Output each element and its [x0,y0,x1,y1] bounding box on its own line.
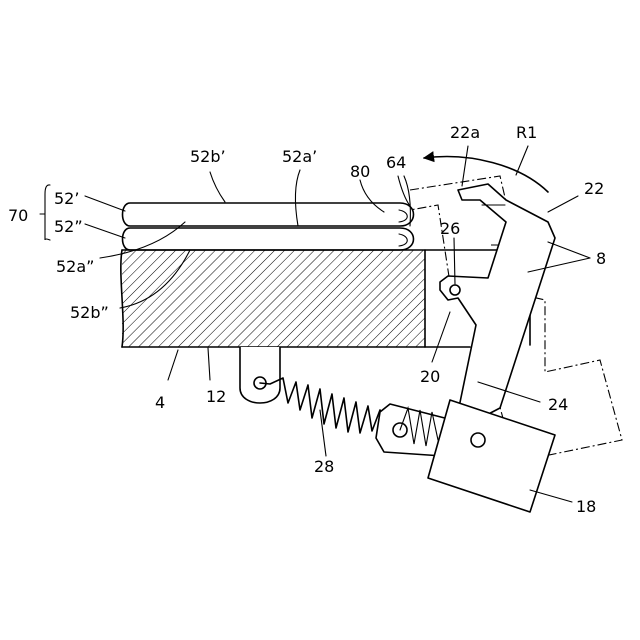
label-52b-double-prime: 52b” [70,303,109,322]
block-18 [428,400,555,512]
label-22: 22 [584,179,604,198]
label-26: 26 [440,219,460,238]
label-52-prime: 52’ [54,189,79,208]
bracket-12 [240,347,280,403]
label-52b-prime: 52b’ [190,147,226,166]
label-52a-double-prime: 52a” [56,257,94,276]
label-28: 28 [314,457,334,476]
label-20: 20 [420,367,440,386]
label-12: 12 [206,387,226,406]
label-24: 24 [548,395,568,414]
label-18: 18 [576,497,596,516]
label-r1: R1 [516,123,537,142]
label-80: 80 [350,162,370,181]
label-52a-prime: 52a’ [282,147,317,166]
label-8: 8 [596,249,606,268]
sheet-layers [123,203,414,250]
label-22a: 22a [450,123,480,142]
label-64: 64 [386,153,406,172]
label-4: 4 [155,393,165,412]
label-52-double-prime: 52” [54,217,83,236]
label-70: 70 [8,206,28,225]
